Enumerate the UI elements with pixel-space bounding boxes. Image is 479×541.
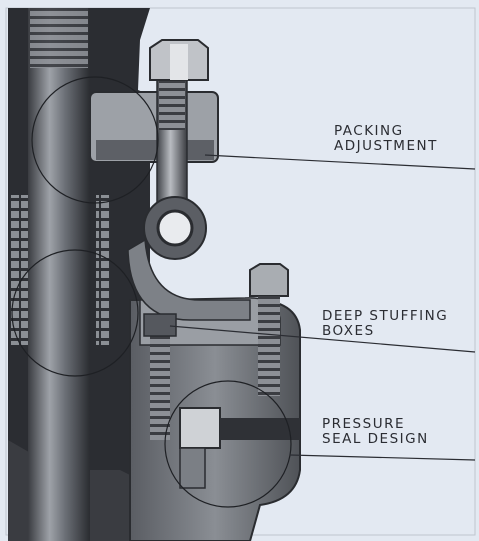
stem-lower-guide xyxy=(179,447,206,489)
callout-stuffing-line2: BOXES xyxy=(322,323,375,339)
bonnet-stud xyxy=(258,296,280,396)
eye-bolt-thread xyxy=(159,80,185,130)
bonnet-nut xyxy=(249,263,289,297)
callout-deep-stuffing-boxes: DEEP STUFFING BOXES xyxy=(322,309,448,339)
callout-pressure-line2: SEAL DESIGN xyxy=(322,431,429,447)
hex-nut-face xyxy=(170,44,188,80)
callout-pressure-seal-design: PRESSURE SEAL DESIGN xyxy=(322,417,429,447)
callout-packing-adjustment: PACKING ADJUSTMENT xyxy=(334,124,438,154)
gland-arm xyxy=(127,238,251,321)
seal-gasket xyxy=(220,418,300,440)
gland-stud-nut xyxy=(143,313,177,337)
pressure-seal-ring xyxy=(179,407,221,449)
highlight-circle-packing xyxy=(31,76,159,204)
callout-pressure-line1: PRESSURE xyxy=(322,416,405,432)
callout-packing-line1: PACKING xyxy=(334,123,404,139)
packing-rings-right xyxy=(96,195,110,345)
callout-packing-line2: ADJUSTMENT xyxy=(334,138,438,154)
gland-flange-shadow xyxy=(96,140,214,160)
leader-pressure xyxy=(289,454,476,461)
valve-stem xyxy=(28,8,90,541)
gland-stud xyxy=(150,320,170,440)
leader-packing xyxy=(204,154,476,170)
packing-rings xyxy=(10,195,30,345)
leader-stuffing xyxy=(169,325,476,353)
highlight-circle-seal xyxy=(164,380,292,508)
callout-stuffing-line1: DEEP STUFFING xyxy=(322,308,449,324)
stem-thread xyxy=(30,8,88,68)
eye-bolt-pin xyxy=(156,209,194,247)
highlight-circle-stuffing xyxy=(11,249,139,377)
